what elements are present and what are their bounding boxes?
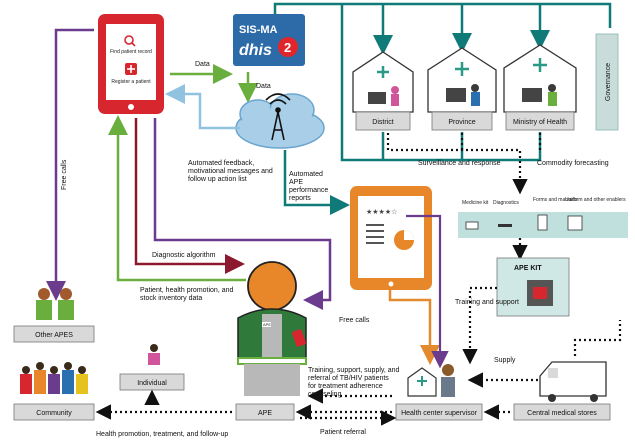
kit-shelf: Medicine kit Diagnostics Forms and manua… — [458, 197, 628, 238]
dhis-two-label: 2 — [284, 40, 291, 55]
data-top-label: Data — [195, 61, 210, 68]
ape-label: APE — [258, 410, 272, 417]
dhis2-logo: SIS-MA dhis 2 — [233, 14, 305, 66]
search-icon — [124, 35, 136, 47]
label-line: stock inventory data — [140, 295, 202, 302]
tablet-supervisor-arrow — [388, 290, 440, 365]
ministry-label: Ministry of Health — [513, 119, 567, 126]
training-referral-label: Training, support, supply, and referral … — [308, 367, 401, 398]
central-medical-stores-box: Central medical stores — [513, 403, 611, 421]
label-line: follow up action list — [188, 176, 247, 183]
diagnostics-icon — [498, 224, 512, 227]
supervisor-label: Health center supervisor — [401, 410, 478, 417]
community-label: Community — [36, 410, 72, 417]
governance-label: Governance — [605, 63, 612, 101]
data-mid-label: Data — [256, 83, 271, 90]
label-line: counseling — [308, 391, 342, 398]
antenna-icon — [265, 93, 291, 141]
ministry-facility: Ministry of Health — [503, 44, 577, 131]
label-line: for treatment adherence — [308, 383, 383, 390]
manual-icon — [537, 214, 548, 231]
phone-register-label: Register a patient — [111, 79, 151, 85]
dhis-main-label: dhis — [239, 42, 272, 59]
label-line: APE — [289, 179, 303, 186]
individual-label: Individual — [137, 380, 167, 387]
free-calls-left-label: Free calls — [61, 159, 68, 190]
training-support-label: Training and support — [455, 299, 519, 306]
patient-referral-label: Patient referral — [320, 429, 366, 436]
phone-find-label: Find patient record — [110, 49, 152, 55]
medicine-kit-icon — [465, 221, 479, 230]
free-calls-mid-label: Free calls — [339, 317, 370, 324]
forms-manuals-label: Forms and manuals — [533, 197, 578, 203]
label-line: motivational messages and — [188, 168, 273, 175]
automated-feedback-label: Automated feedback, motivational message… — [188, 160, 273, 183]
ape-badge-label: APE — [263, 322, 271, 327]
diagnostic-algorithm-label: Diagnostic algorithm — [152, 252, 216, 259]
label-line: performance — [289, 187, 328, 194]
free-calls-arrow-ape — [153, 118, 300, 242]
diagnostics-label: Diagnostics — [493, 200, 519, 206]
supply-label: Supply — [494, 357, 516, 364]
uniform-icon — [567, 215, 583, 231]
label-line: support — [496, 299, 519, 306]
governance-box: Governance — [595, 33, 619, 131]
svg-text:Register a patient: Register a patient — [111, 79, 151, 85]
tablet: ★★★★☆ — [350, 186, 432, 290]
free-calls-mid-arrow — [406, 214, 449, 369]
dhis-top-label: SIS-MA — [239, 24, 278, 36]
other-apes-label: Other APES — [35, 332, 73, 339]
patient-health-data-label: Patient, health promotion, and stock inv… — [140, 287, 235, 302]
community-group: Community — [13, 362, 95, 421]
district-facility: District — [352, 51, 414, 131]
commodity-label: Commodity forecasting — [537, 160, 609, 167]
medicine-kit-label: Medicine kit — [462, 200, 489, 206]
mobile-phone: Find patient record Register a patient — [98, 14, 164, 114]
svg-text:Find patient record: Find patient record — [110, 49, 152, 55]
uniform-enablers-label: Uniform and other enablers — [565, 197, 626, 203]
ape-kit-label: APE KIT — [514, 265, 542, 272]
ape-person: APE — [237, 261, 307, 396]
label-line: referral of TB/HIV patients — [308, 375, 389, 382]
district-label: District — [372, 119, 393, 126]
central-medical-stores-label: Central medical stores — [527, 410, 597, 417]
label-line: forecasting — [574, 160, 608, 167]
individual-group: Individual — [119, 344, 185, 391]
add-patient-icon — [125, 63, 137, 75]
free-calls-arrow-left — [46, 28, 94, 301]
health-center-supervisor: Health center supervisor — [395, 364, 483, 421]
bottom-dotted-arrows — [95, 286, 622, 426]
province-label: Province — [448, 119, 475, 126]
diagnostic-algorithm-arrow — [134, 118, 245, 274]
feedback-arrow — [165, 84, 240, 130]
province-facility: Province — [427, 47, 497, 131]
surveillance-label: Surveillance and response — [418, 160, 501, 167]
cloud-server — [235, 93, 325, 149]
other-apes-group: Other APES — [13, 288, 95, 343]
truck-icon — [539, 361, 607, 402]
ape-kit-box: APE KIT — [496, 257, 570, 317]
free-calls-arrow-ape-end — [300, 238, 332, 310]
label-line: reports — [289, 195, 311, 202]
rating-stars: ★★★★☆ — [366, 208, 397, 216]
ape-label-box: APE — [235, 403, 295, 421]
health-promotion-label: Health promotion, treatment, and follow-… — [96, 431, 228, 438]
patient-data-arrow — [108, 115, 246, 282]
